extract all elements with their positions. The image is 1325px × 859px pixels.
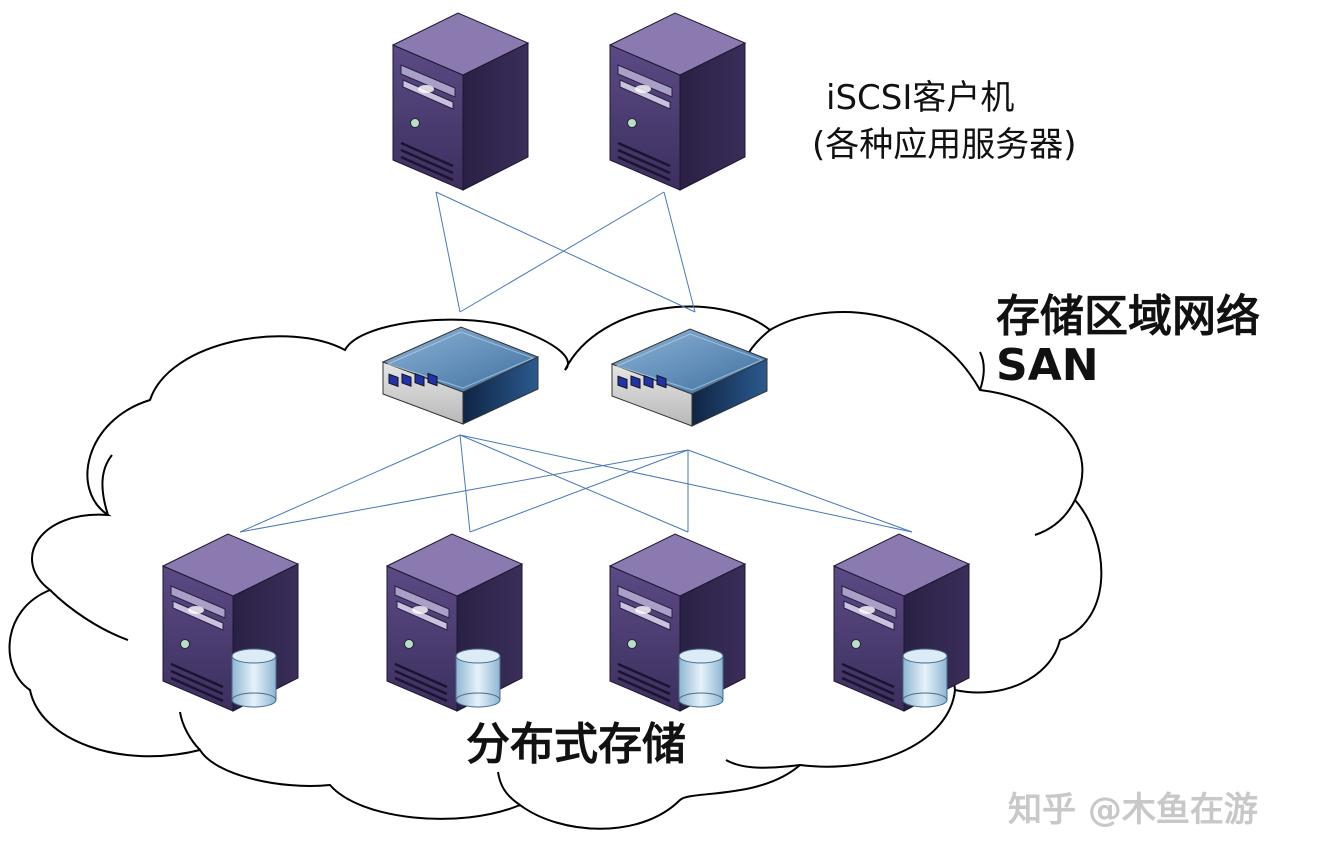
- san-abbrev-label: SAN: [996, 340, 1099, 391]
- cloud-arc: [979, 351, 985, 391]
- cloud-arc: [101, 454, 113, 516]
- storage-server-icon: [832, 532, 971, 713]
- cloud-arc: [497, 771, 521, 806]
- client-label: iSCSI客户机: [826, 78, 1015, 118]
- switch-icon: [611, 328, 768, 427]
- client-links: [435, 191, 696, 313]
- cloud-arc: [49, 589, 129, 641]
- storage-server-icon: [608, 532, 747, 713]
- server-icon: [391, 11, 530, 192]
- cloud-arc: [725, 759, 801, 769]
- cloud-arc: [1034, 499, 1076, 536]
- switch-icon: [382, 326, 539, 425]
- cloud-arc: [179, 711, 201, 751]
- client-sublabel: (各种应用服务器): [812, 125, 1077, 165]
- storage-links: [239, 434, 913, 533]
- san-cloud: [8, 305, 1103, 830]
- storage-server-icon: [385, 532, 524, 713]
- server-icon: [608, 11, 747, 192]
- storage-server-icon: [161, 532, 300, 713]
- storage-label: 分布式存储: [466, 719, 686, 770]
- san-label: 存储区域网络: [996, 291, 1260, 342]
- watermark: 知乎 @木鱼在游: [1008, 790, 1258, 830]
